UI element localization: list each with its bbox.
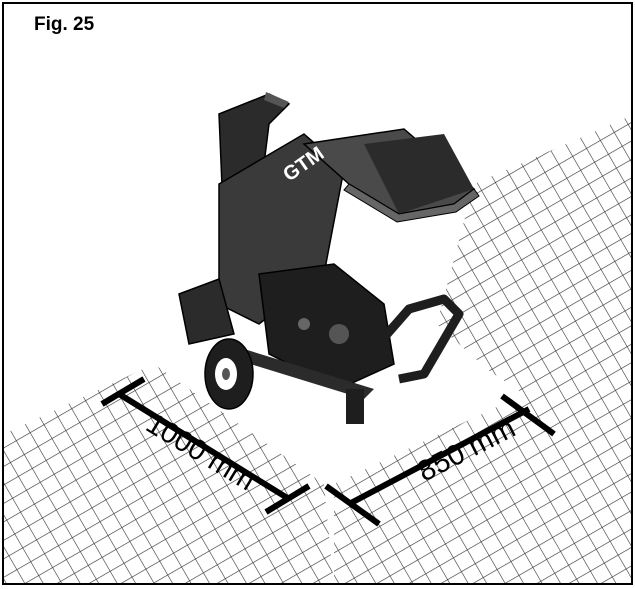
figure-label: Fig. 25: [34, 14, 95, 35]
wood-chipper-illustration: GTM: [178, 92, 480, 424]
dimension-line-right: [324, 393, 556, 527]
figure-illustration: 1000 mm 850 mm GTM: [4, 92, 631, 583]
dimension-line-left: [100, 376, 311, 515]
